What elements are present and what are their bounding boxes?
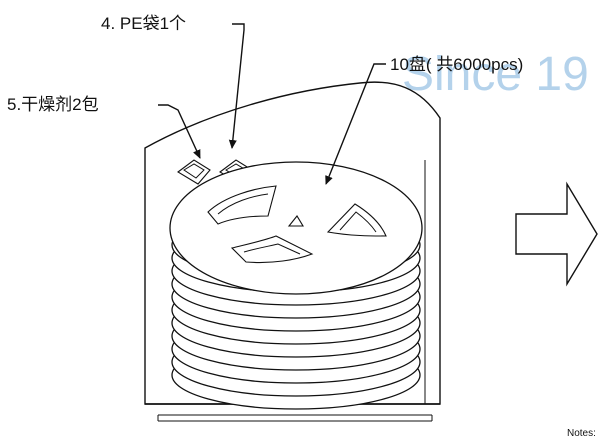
reel-hub <box>287 215 304 227</box>
desiccant-pack-1 <box>177 159 211 185</box>
reel-window-bottom <box>230 235 314 264</box>
notes-label: Notes: <box>567 428 596 438</box>
reel-stack <box>169 161 423 410</box>
leader-desiccant <box>158 104 201 159</box>
top-reel <box>169 161 423 295</box>
label-reels: 10盘( 共6000pcs) <box>390 55 523 74</box>
next-step-arrow-icon <box>515 181 598 287</box>
reel-window-right <box>326 203 387 237</box>
leader-reels <box>325 63 386 185</box>
label-pe-bag: 4. PE袋1个 <box>101 14 186 33</box>
watermark-text: Since 19 <box>402 48 589 101</box>
leader-pe-bag <box>228 23 245 149</box>
label-desiccant: 5.干燥剂2包 <box>7 95 99 114</box>
